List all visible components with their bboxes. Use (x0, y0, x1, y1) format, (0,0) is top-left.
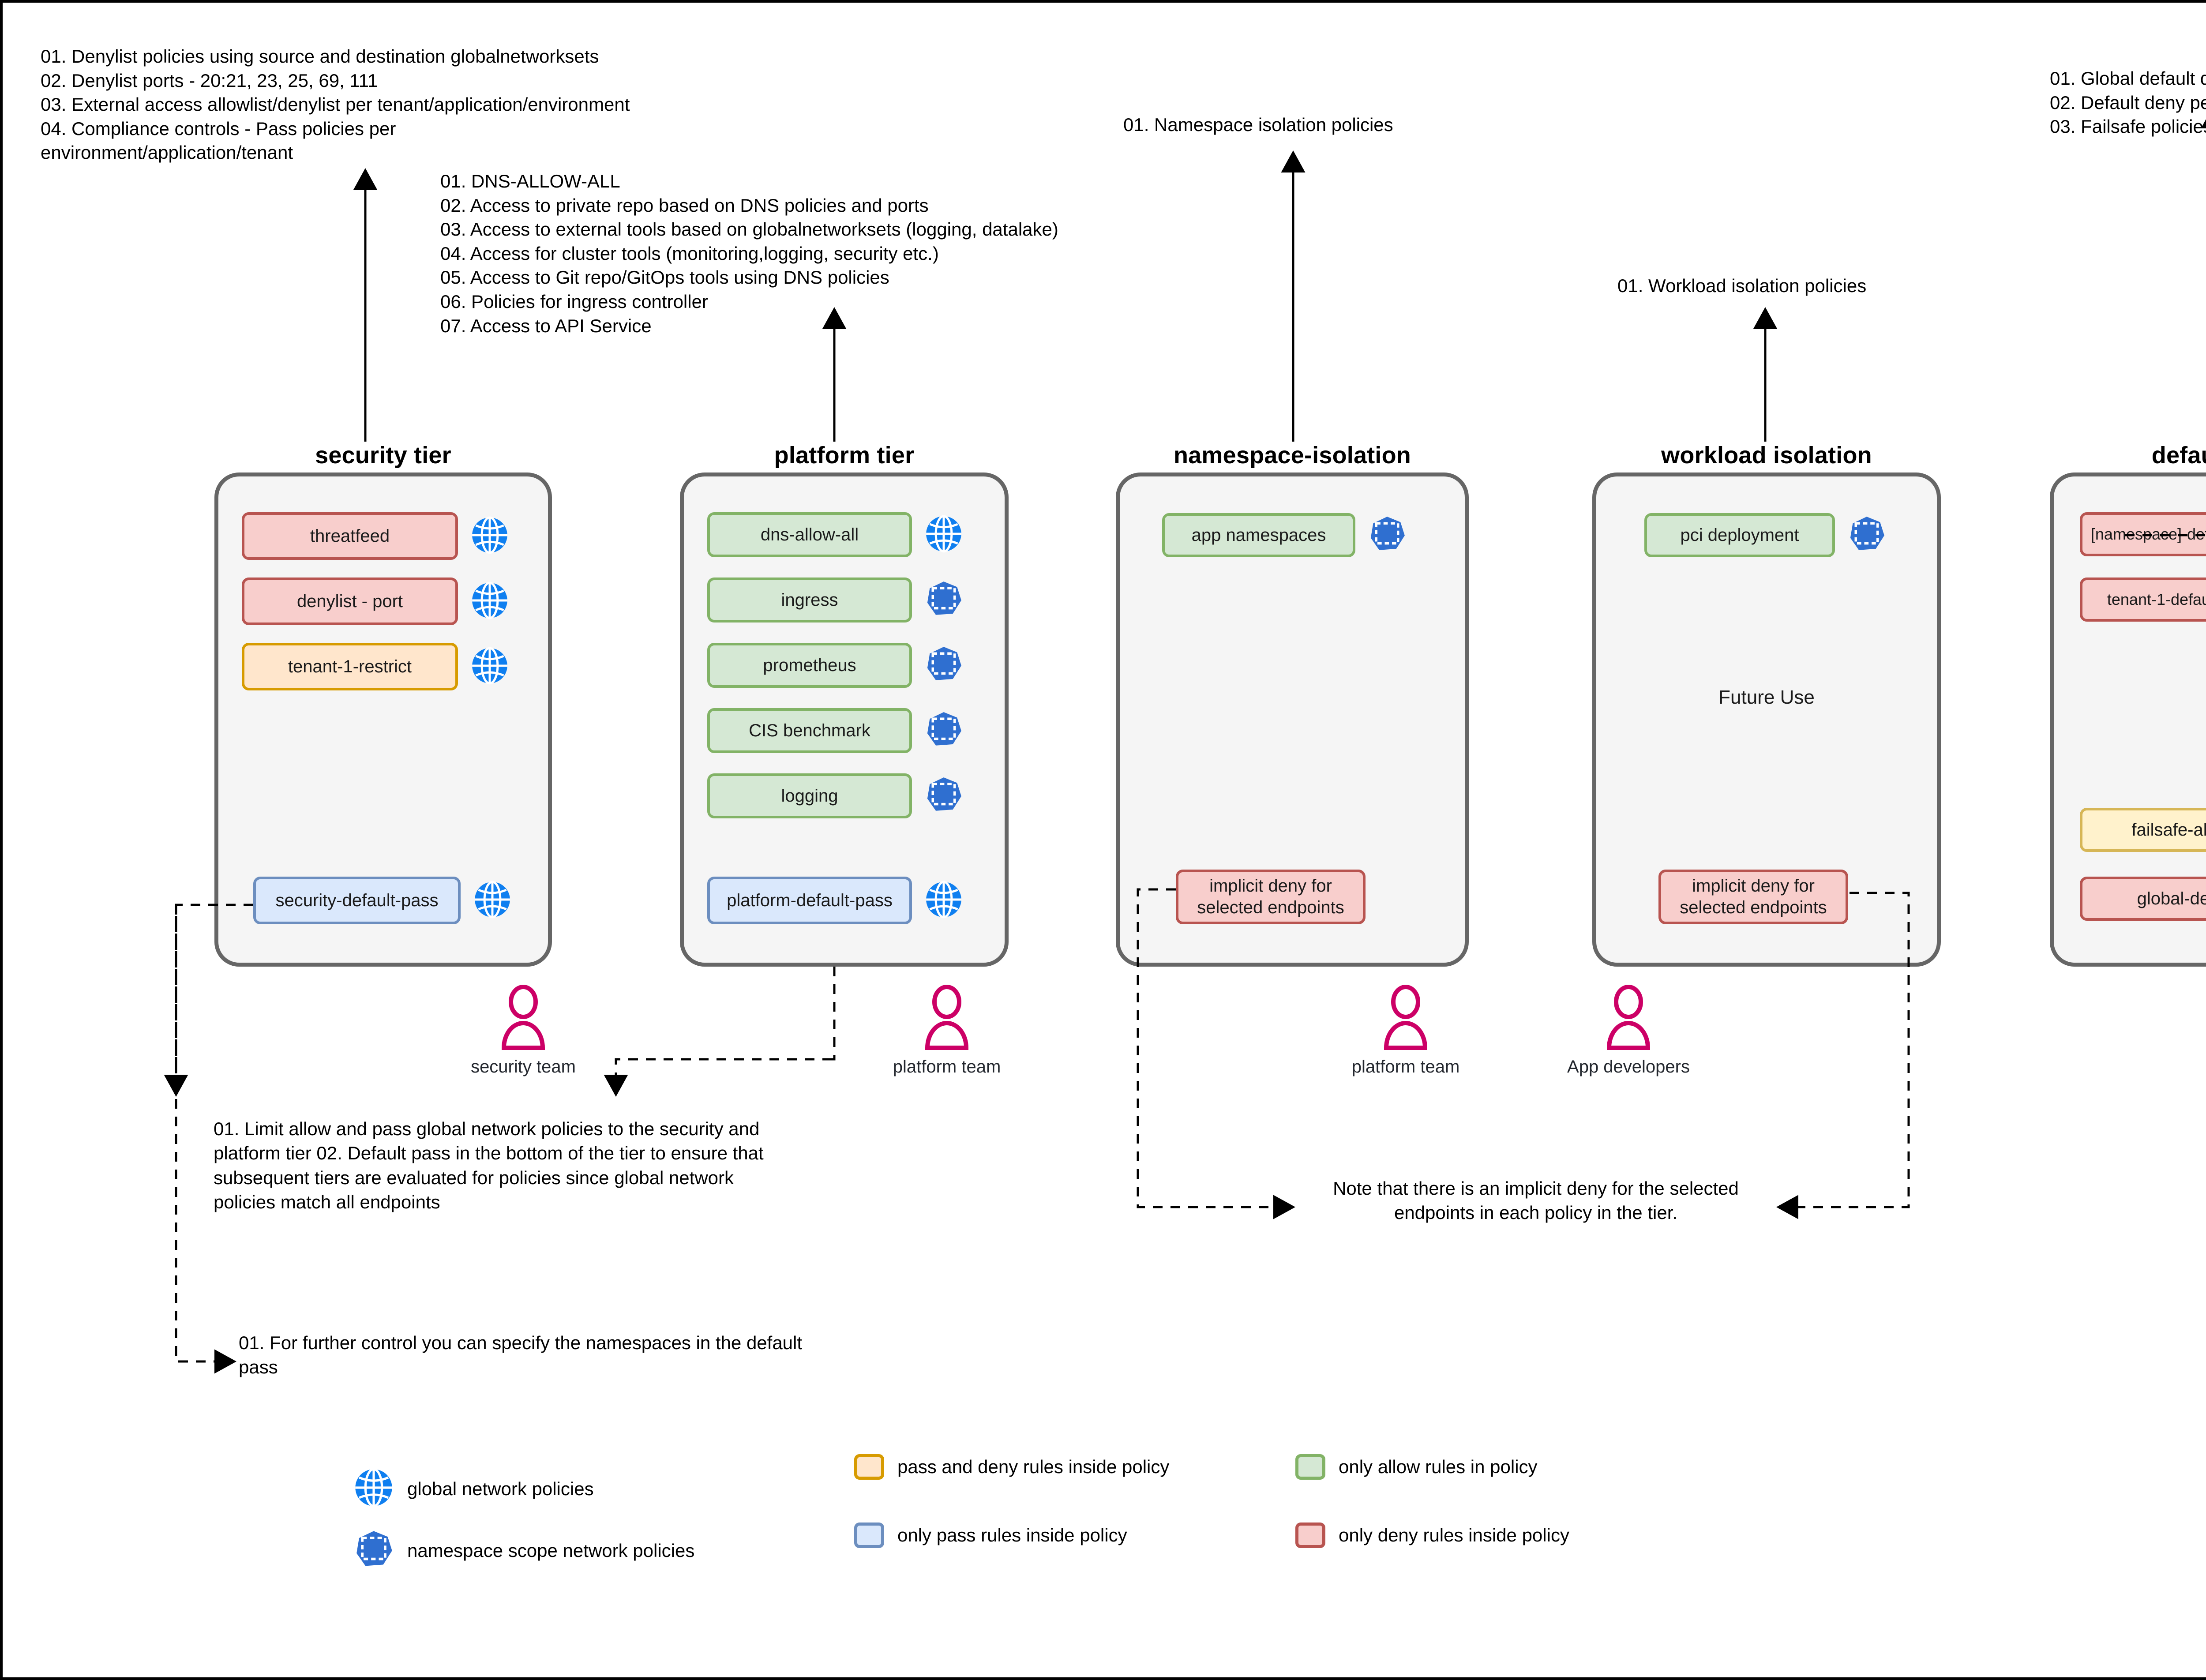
legend-label: global network policies (407, 1478, 594, 1499)
policy-row[interactable]: dns-allow-all (707, 512, 963, 557)
namespace-scope-policy-icon (924, 580, 963, 621)
legend-swatch-allow (1295, 1454, 1325, 1480)
annotation-workload-isolation: 01. Workload isolation policies (1617, 275, 1867, 296)
legend-item-pass-and-deny: pass and deny rules inside policy (854, 1454, 1169, 1480)
policy-row[interactable]: tenant-1-default-deny (2080, 578, 2206, 622)
person-icon (925, 985, 969, 1050)
persona-label: platform team (1351, 1057, 1460, 1076)
persona-platform-team-2: platform team (1331, 984, 1481, 1077)
persona-app-developers: App developers (1553, 984, 1703, 1077)
policy-row[interactable]: prometheus (707, 643, 963, 688)
policy-box[interactable]: implicit deny for selected endpoints (1658, 870, 1848, 924)
policy-box[interactable]: security-default-pass (253, 877, 461, 924)
policy-row-implicit-deny[interactable]: implicit deny for selected endpoints (1658, 870, 1848, 924)
persona-label: security team (471, 1057, 576, 1076)
global-network-policy-icon (470, 646, 509, 687)
policy-row-default-pass[interactable]: platform-default-pass (707, 877, 963, 924)
tier-title: default tier (2151, 442, 2206, 469)
annotation-security-tier: 01. Denylist policies using source and d… (41, 46, 630, 163)
tier-title: platform tier (774, 442, 915, 469)
global-network-policy-icon (470, 581, 509, 622)
policy-row[interactable]: logging (707, 773, 963, 818)
legend-label: only allow rules in policy (1339, 1456, 1538, 1477)
policy-box[interactable]: ingress (707, 578, 912, 622)
policy-row-default-pass[interactable]: security-default-pass (253, 877, 512, 924)
annotation-namespace-isolation: 01. Namespace isolation policies (1123, 114, 1393, 135)
policy-row[interactable]: threatfeed (242, 512, 509, 560)
wire-platform-note (604, 1058, 832, 1097)
policy-row-failsafe[interactable]: failsafe-allow (2080, 808, 2206, 852)
namespace-scope-policy-icon (353, 1529, 394, 1572)
policy-box[interactable]: implicit deny for selected endpoints (1176, 870, 1366, 924)
namespace-scope-policy-icon (924, 776, 963, 817)
tier-workload-isolation: workload isolation pci deployment Future… (1592, 442, 1941, 967)
namespace-scope-policy-icon (924, 645, 963, 686)
persona-platform-team-1: platform team (872, 984, 1022, 1077)
tier-title: namespace-isolation (1174, 442, 1411, 469)
policy-box[interactable]: pci deployment (1644, 513, 1835, 557)
tier-platform: platform tier dns-allow-all ingress prom… (680, 442, 1009, 967)
legend-swatch-deny (1295, 1522, 1325, 1548)
persona-label: App developers (1567, 1057, 1690, 1076)
legend-label: only deny rules inside policy (1339, 1525, 1569, 1545)
global-network-policy-icon (924, 880, 963, 921)
policy-row[interactable]: CIS benchmark (707, 708, 963, 753)
legend-item-global-network-policies: global network policies (353, 1467, 594, 1510)
tier-default: default tier [namespace]-default-deny te… (2050, 442, 2206, 967)
legend-swatch-pass-deny (854, 1454, 884, 1480)
global-network-policy-icon (924, 514, 963, 555)
tier-title: security tier (315, 442, 451, 469)
legend-item-only-allow: only allow rules in policy (1295, 1454, 1538, 1480)
legend-swatch-pass (854, 1522, 884, 1548)
policy-box[interactable]: tenant-1-default-deny (2080, 578, 2206, 622)
policy-box[interactable]: logging (707, 773, 912, 818)
policy-row-implicit-deny[interactable]: implicit deny for selected endpoints (1176, 870, 1366, 924)
person-icon (501, 985, 545, 1050)
namespace-scope-policy-icon (1847, 515, 1886, 556)
tier-security: security tier threatfeed denylist - port… (214, 442, 552, 967)
policy-box[interactable]: app namespaces (1162, 513, 1355, 557)
legend-label: only pass rules inside policy (897, 1525, 1127, 1545)
policy-row[interactable]: ingress (707, 578, 963, 622)
namespace-scope-policy-icon (1368, 515, 1407, 556)
future-use-label: Future Use (1718, 686, 1815, 708)
legend-label: namespace scope network policies (407, 1540, 695, 1561)
policy-box[interactable]: dns-allow-all (707, 512, 912, 557)
tier-title: workload isolation (1661, 442, 1872, 469)
annotation-platform-tier: 01. DNS-ALLOW-ALL 02. Access to private … (440, 171, 1058, 336)
policy-row[interactable]: pci deployment (1644, 513, 1886, 557)
global-network-policy-icon (473, 880, 512, 921)
policy-row[interactable]: denylist - port (242, 578, 509, 625)
person-icon (1606, 985, 1651, 1050)
policy-row[interactable]: [namespace]-default-deny (2080, 512, 2206, 556)
note-implicit-deny: Note that there is an implicit deny for … (1333, 1178, 1739, 1223)
policy-box[interactable]: global-deny (2080, 877, 2206, 921)
legend-item-only-pass: only pass rules inside policy (854, 1522, 1127, 1548)
policy-row-global-deny[interactable]: global-deny (2080, 877, 2206, 921)
persona-label: platform team (893, 1057, 1001, 1076)
policy-box[interactable]: prometheus (707, 643, 912, 688)
persona-security-team-1: security team (448, 984, 598, 1077)
policy-box[interactable]: tenant-1-restrict (242, 643, 458, 690)
annotation-default-tier: 01. Global default deny 02. Default deny… (2050, 68, 2206, 137)
policy-box[interactable]: denylist - port (242, 578, 458, 625)
policy-row[interactable]: app namespaces (1162, 513, 1407, 557)
policy-box[interactable]: failsafe-allow (2080, 808, 2206, 852)
person-icon (1384, 985, 1428, 1050)
legend-label: pass and deny rules inside policy (897, 1456, 1170, 1477)
policy-row[interactable]: tenant-1-restrict (242, 643, 509, 690)
policy-box[interactable]: CIS benchmark (707, 708, 912, 753)
note-default-pass: 01. For further control you can specify … (239, 1332, 803, 1378)
global-network-policy-icon (470, 516, 509, 557)
tier-namespace-isolation: namespace-isolation app namespaces impli… (1116, 442, 1469, 967)
policy-box[interactable]: threatfeed (242, 512, 458, 560)
legend-item-only-deny: only deny rules inside policy (1295, 1522, 1569, 1548)
legend-item-namespace-scope-policies: namespace scope network policies (353, 1529, 694, 1572)
global-network-policy-icon (353, 1467, 394, 1510)
namespace-scope-policy-icon (924, 710, 963, 751)
note-bottom-left: 01. Limit allow and pass global network … (214, 1118, 764, 1213)
policy-box[interactable]: platform-default-pass (707, 877, 912, 924)
wire-platform-tier-down (832, 967, 836, 1061)
policy-box[interactable]: [namespace]-default-deny (2080, 512, 2206, 556)
